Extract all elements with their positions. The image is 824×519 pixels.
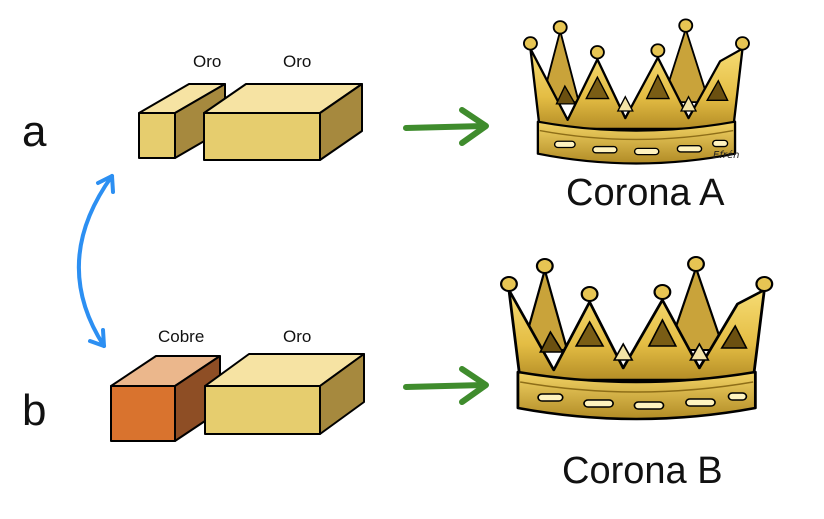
right-arrow-icon bbox=[403, 366, 489, 405]
row-a-right-block-label: Oro bbox=[283, 52, 311, 71]
double-headed-curved-arrow-icon bbox=[77, 174, 115, 348]
row-a-small-gold-block bbox=[138, 83, 226, 159]
right-arrow-icon bbox=[403, 107, 489, 146]
crown-a-icon bbox=[522, 18, 751, 165]
crown-signature: Efrén bbox=[713, 149, 739, 161]
row-a-left-block-label: Oro bbox=[193, 52, 221, 71]
row-a-large-gold-block bbox=[203, 83, 363, 161]
row-b-left-block-label: Cobre bbox=[158, 327, 204, 346]
row-b-gold-block bbox=[204, 353, 365, 435]
crown-a-title: Corona A bbox=[566, 172, 725, 214]
row-b-right-block-label: Oro bbox=[283, 327, 311, 346]
row-b-letter: b bbox=[22, 386, 46, 435]
crown-b-icon bbox=[499, 255, 774, 421]
row-a-letter: a bbox=[22, 107, 47, 156]
row-b-copper-block bbox=[110, 355, 221, 442]
crown-b-title: Corona B bbox=[562, 450, 723, 492]
